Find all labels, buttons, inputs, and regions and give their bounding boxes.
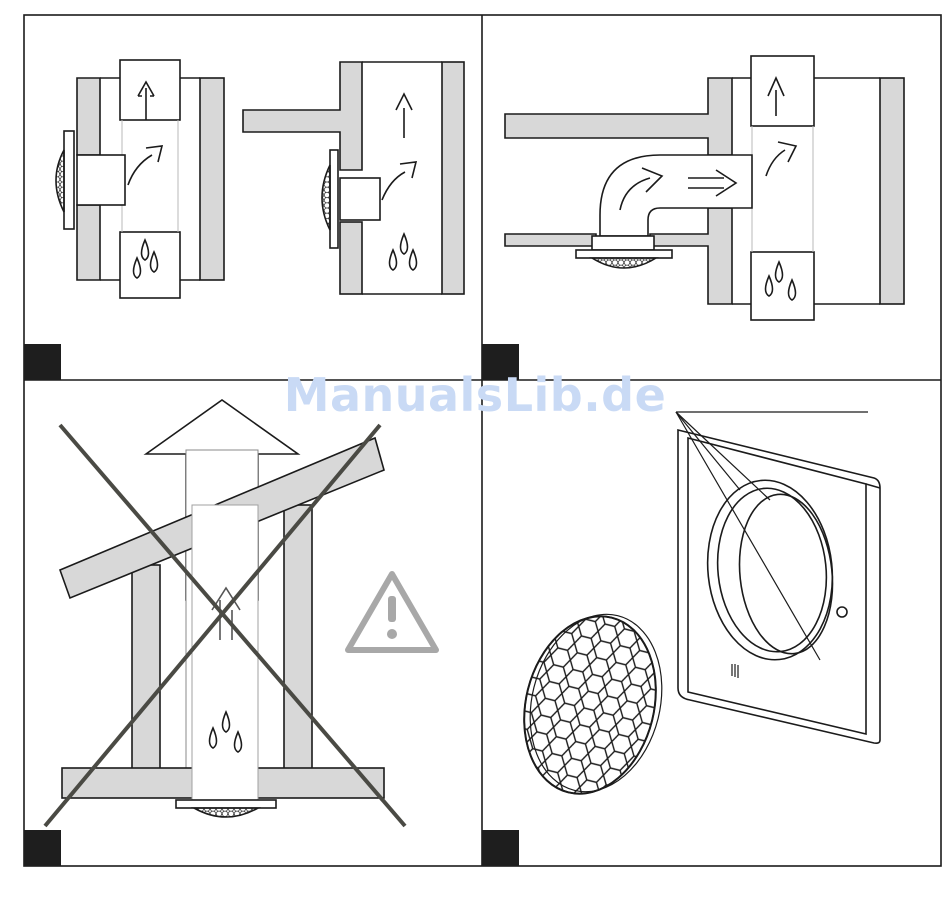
- panel-top-left-variant: [243, 62, 464, 294]
- panel-marker-1: [24, 344, 61, 380]
- warning-triangle-icon: [348, 574, 436, 650]
- panel-bottom-left: [45, 400, 436, 826]
- vertical-duct: [751, 56, 814, 320]
- honeycomb-grille-icon: [506, 600, 680, 808]
- wall-plate-icon: [678, 430, 880, 743]
- moisture-drops-icon: [390, 234, 417, 270]
- panel-marker-3: [24, 830, 61, 866]
- fan-unit: [176, 800, 276, 817]
- panel-frame: [24, 15, 941, 866]
- airflow-arrow-icon: [382, 94, 416, 200]
- panel-top-right: [505, 56, 904, 320]
- panel-bottom-right: [506, 412, 880, 808]
- panel-marker-2: [482, 344, 519, 380]
- panel-top-left: [56, 60, 224, 298]
- panel-marker-4: [482, 830, 519, 866]
